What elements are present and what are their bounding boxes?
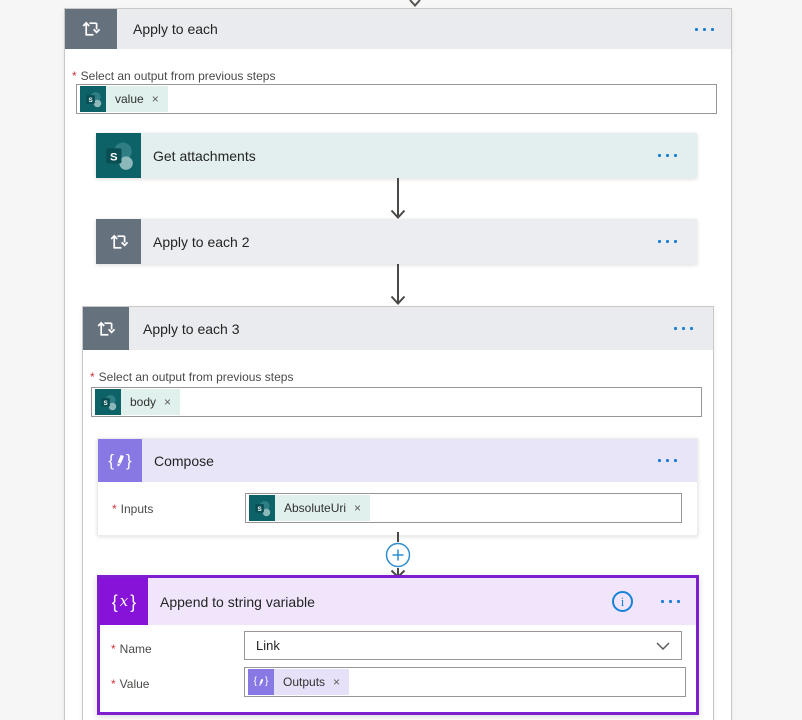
more-options-button[interactable] (654, 234, 681, 249)
sharepoint-icon (96, 133, 141, 178)
required-marker: * (72, 69, 77, 83)
flow-arrow-icon (390, 178, 406, 220)
compose-icon: { } (98, 439, 142, 482)
dynamic-content-token[interactable]: body × (95, 389, 181, 415)
more-options-button[interactable] (654, 453, 681, 468)
required-marker: * (111, 677, 116, 691)
token-dismiss-icon[interactable]: × (333, 675, 341, 689)
token-dismiss-icon[interactable]: × (151, 92, 159, 106)
append-to-string-variable-action: { x } Append to string variable i * (97, 575, 699, 715)
required-marker: * (111, 642, 116, 656)
name-dropdown[interactable]: Link (244, 631, 682, 660)
select-output-label: * Select an output from previous steps (72, 69, 276, 83)
compose-header[interactable]: { } Compose (98, 439, 697, 482)
value-field[interactable]: { } Outputs × (244, 667, 686, 697)
sharepoint-icon (95, 389, 121, 415)
action-title: Apply to each 2 (153, 233, 250, 250)
select-output-label: * Select an output from previous steps (90, 370, 294, 384)
compose-outputs-icon: { } (248, 669, 274, 695)
loop-icon (83, 307, 129, 350)
apply-to-each-scope: Apply to each * Select an output from pr… (64, 8, 732, 720)
incoming-arrow-icon (409, 0, 421, 7)
insert-step-button[interactable] (384, 532, 412, 580)
name-dropdown-value: Link (256, 638, 280, 653)
outputs-token[interactable]: { } Outputs × (248, 669, 350, 695)
append-to-string-variable-header[interactable]: { x } Append to string variable i (100, 578, 696, 625)
apply-to-each-2-action[interactable]: Apply to each 2 (96, 219, 697, 264)
required-marker: * (90, 370, 95, 384)
scope-title: Apply to each (133, 21, 218, 37)
action-title: Append to string variable (160, 593, 315, 610)
dynamic-content-token[interactable]: value × (80, 86, 168, 112)
required-marker: * (112, 502, 117, 516)
apply-to-each-3-scope: Apply to each 3 * Select an output from … (82, 306, 714, 720)
select-output-input[interactable]: body × (91, 387, 702, 417)
token-label: Outputs (283, 675, 326, 689)
flow-arrow-icon (390, 264, 406, 306)
token-label: value (115, 92, 144, 106)
token-label: AbsoluteUri (284, 501, 347, 515)
get-attachments-action[interactable]: Get attachments (96, 133, 697, 178)
select-output-input[interactable]: value × (76, 84, 717, 114)
more-options-button[interactable] (670, 321, 697, 336)
token-dismiss-icon[interactable]: × (354, 501, 362, 515)
more-options-button[interactable] (657, 594, 684, 609)
sharepoint-icon (249, 495, 275, 521)
sharepoint-icon (80, 86, 106, 112)
compose-parameters: * Inputs AbsoluteUri × (98, 482, 697, 535)
loop-icon (96, 219, 141, 264)
compose-action: { } Compose * Inputs (97, 438, 698, 536)
apply-to-each-header[interactable]: Apply to each (65, 9, 731, 49)
token-dismiss-icon[interactable]: × (164, 395, 172, 409)
chevron-down-icon (656, 641, 670, 650)
more-options-button[interactable] (654, 148, 681, 163)
inputs-field[interactable]: AbsoluteUri × (245, 493, 682, 523)
apply-to-each-3-header[interactable]: Apply to each 3 (83, 307, 713, 350)
action-title: Get attachments (153, 147, 256, 164)
loop-icon (65, 9, 117, 49)
token-label: body (130, 395, 157, 409)
value-label: * Value (111, 677, 150, 691)
more-options-button[interactable] (691, 22, 718, 37)
info-icon[interactable]: i (612, 591, 633, 612)
scope-title: Apply to each 3 (143, 320, 240, 337)
name-label: * Name (111, 642, 152, 656)
inputs-label: * Inputs (112, 502, 154, 516)
variable-icon: { x } (100, 578, 148, 625)
action-title: Compose (154, 452, 214, 469)
dynamic-content-token[interactable]: AbsoluteUri × (249, 495, 371, 521)
